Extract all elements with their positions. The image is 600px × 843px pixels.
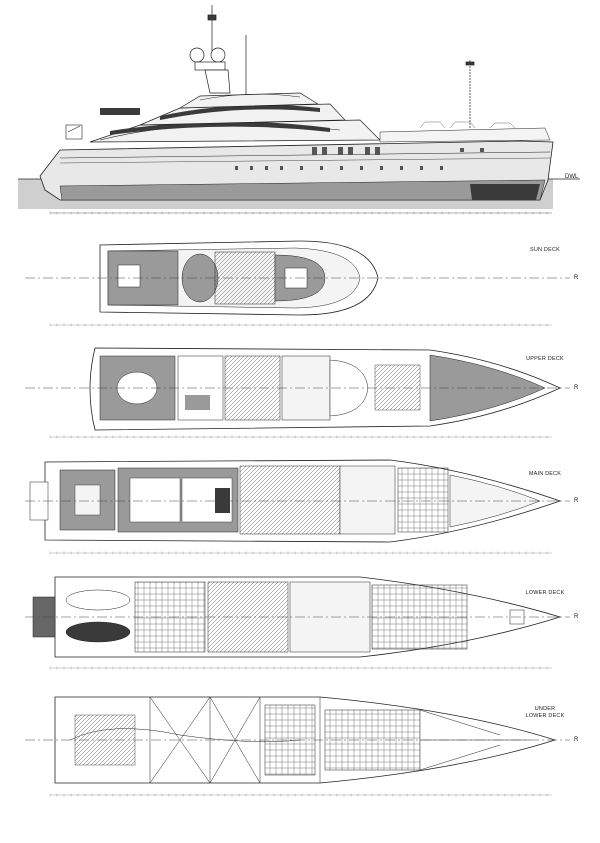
profile-view bbox=[18, 5, 580, 214]
main-deck-plan bbox=[29, 459, 562, 543]
centerline-mark-lower: R bbox=[574, 614, 579, 620]
aft-crane bbox=[65, 124, 83, 140]
centerline-mark-sun: R bbox=[574, 275, 579, 281]
upper-deck-plan bbox=[89, 347, 561, 431]
scale-ruler-0 bbox=[49, 211, 552, 215]
deck-label-upper: UPPER DECK bbox=[526, 356, 564, 362]
boot-top bbox=[59, 179, 546, 201]
deck-label-lower: LOWER DECK bbox=[525, 590, 565, 596]
scale-ruler-3 bbox=[49, 551, 552, 555]
bow-thruster-area bbox=[470, 184, 540, 200]
deck-label-sun: SUN DECK bbox=[529, 247, 561, 253]
scale-ruler-4 bbox=[49, 666, 552, 670]
deck-label-under-line1: UNDER bbox=[534, 706, 556, 712]
deck-label-under-line2: LOWER DECK bbox=[525, 713, 565, 719]
scale-ruler-5 bbox=[49, 793, 552, 797]
centerlines bbox=[25, 277, 570, 741]
scale-ruler-1 bbox=[49, 323, 552, 327]
foredeck bbox=[379, 127, 551, 143]
scale-ruler-2 bbox=[49, 435, 552, 439]
centerline-mark-under: R bbox=[574, 737, 579, 743]
aft-deck-canopy bbox=[100, 108, 140, 115]
lower-deck-plan bbox=[32, 576, 562, 658]
frame-scale-rulers bbox=[49, 211, 552, 797]
portholes bbox=[235, 147, 484, 170]
deck-label-main: MAIN DECK bbox=[528, 471, 562, 477]
sun-superstructure bbox=[178, 92, 320, 109]
centerline-mark-upper: R bbox=[574, 385, 579, 391]
mast bbox=[189, 5, 475, 128]
centerline-mark-main: R bbox=[574, 498, 579, 504]
dwl-label: DWL bbox=[565, 174, 579, 180]
